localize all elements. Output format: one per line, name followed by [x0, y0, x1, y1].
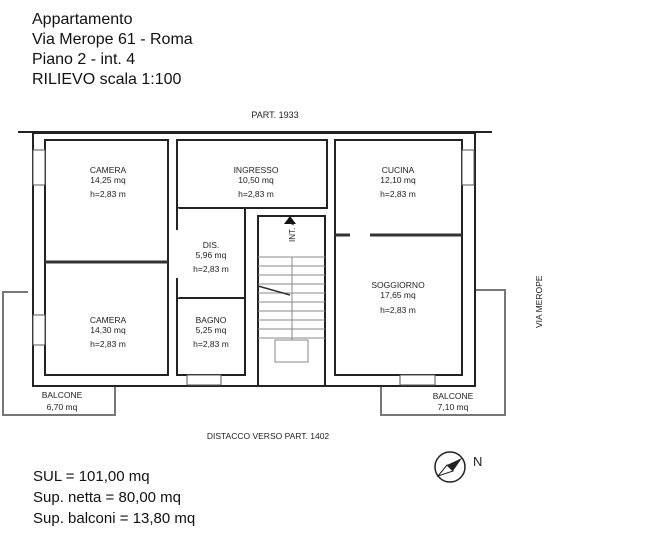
window [32, 149, 46, 186]
svg-text:h=2,83 m: h=2,83 m [380, 305, 416, 315]
room-soggiorno: SOGGIORNO 17,65 mq h=2,83 m [371, 280, 425, 315]
svg-text:DIS.: DIS. [203, 240, 220, 250]
wall-ingresso [176, 139, 328, 209]
wall-bedrooms [44, 139, 169, 376]
balcony-right-label: BALCONE 7,10 mq [433, 391, 474, 412]
svg-text:17,65 mq: 17,65 mq [380, 290, 416, 300]
svg-text:h=2,83 m: h=2,83 m [90, 339, 126, 349]
svg-text:10,50 mq: 10,50 mq [238, 175, 274, 185]
header-scale: RILIEVO scala 1:100 [32, 71, 182, 88]
svg-text:BAGNO: BAGNO [196, 315, 227, 325]
outer-wall [32, 132, 476, 387]
bottom-neighbor-label: DISTACCO VERSO PART. 1402 [207, 431, 330, 441]
room-camera-1: CAMERA 14,25 mq h=2,83 m [90, 165, 127, 199]
area-summary: SUL = 101,00 mq Sup. netta = 80,00 mq Su… [33, 466, 195, 529]
svg-text:6,70 mq: 6,70 mq [47, 402, 78, 412]
north-label: N [473, 454, 482, 469]
svg-text:5,96 mq: 5,96 mq [196, 250, 227, 260]
svg-text:h=2,83 m: h=2,83 m [238, 189, 274, 199]
svg-text:h=2,83 m: h=2,83 m [380, 189, 416, 199]
svg-text:14,30 mq: 14,30 mq [90, 325, 126, 335]
balcony-door [399, 374, 436, 386]
room-bagno: BAGNO 5,25 mq h=2,83 m [193, 315, 229, 349]
header-title: Appartamento [32, 11, 133, 28]
svg-text:14,25 mq: 14,25 mq [90, 175, 126, 185]
room-ingresso: INGRESSO 10,50 mq h=2,83 m [234, 165, 279, 199]
svg-text:h=2,83 m: h=2,83 m [90, 189, 126, 199]
street-label: VIA MEROPE [534, 275, 544, 328]
north-compass-icon [434, 451, 466, 483]
svg-text:7,10 mq: 7,10 mq [438, 402, 469, 412]
svg-text:CAMERA: CAMERA [90, 315, 127, 325]
svg-text:CAMERA: CAMERA [90, 165, 127, 175]
balcony-left-label: BALCONE 6,70 mq [42, 390, 83, 412]
sul-total: SUL = 101,00 mq [33, 468, 150, 485]
window [32, 314, 46, 346]
plan-header: Appartamento Via Merope 61 - Roma Piano … [32, 10, 193, 90]
window [461, 149, 475, 186]
svg-text:12,10 mq: 12,10 mq [380, 175, 416, 185]
balcony-area: Sup. balconi = 13,80 mq [33, 510, 196, 527]
wall-right-rooms [334, 139, 463, 376]
room-camera-2: CAMERA 14,30 mq h=2,83 m [90, 315, 127, 349]
window [186, 374, 222, 386]
svg-text:h=2,83 m: h=2,83 m [193, 264, 229, 274]
svg-text:BALCONE: BALCONE [433, 391, 474, 401]
room-disimpegno: DIS. 5,96 mq h=2,83 m [193, 240, 229, 274]
svg-text:SOGGIORNO: SOGGIORNO [371, 280, 425, 290]
header-address: Via Merope 61 - Roma [32, 31, 193, 48]
stair-steps [258, 256, 325, 363]
top-neighbor-label: PART. 1933 [251, 110, 298, 120]
room-cucina: CUCINA 12,10 mq h=2,83 m [380, 165, 416, 199]
svg-text:BALCONE: BALCONE [42, 390, 83, 400]
entrance-arrow-icon [284, 216, 296, 224]
net-area: Sup. netta = 80,00 mq [33, 489, 182, 506]
svg-text:5,25 mq: 5,25 mq [196, 325, 227, 335]
svg-text:h=2,83 m: h=2,83 m [193, 339, 229, 349]
header-floor: Piano 2 - int. 4 [32, 51, 136, 68]
svg-text:INGRESSO: INGRESSO [234, 165, 279, 175]
svg-text:CUCINA: CUCINA [382, 165, 415, 175]
stair-label: INT. 4 [288, 221, 297, 242]
